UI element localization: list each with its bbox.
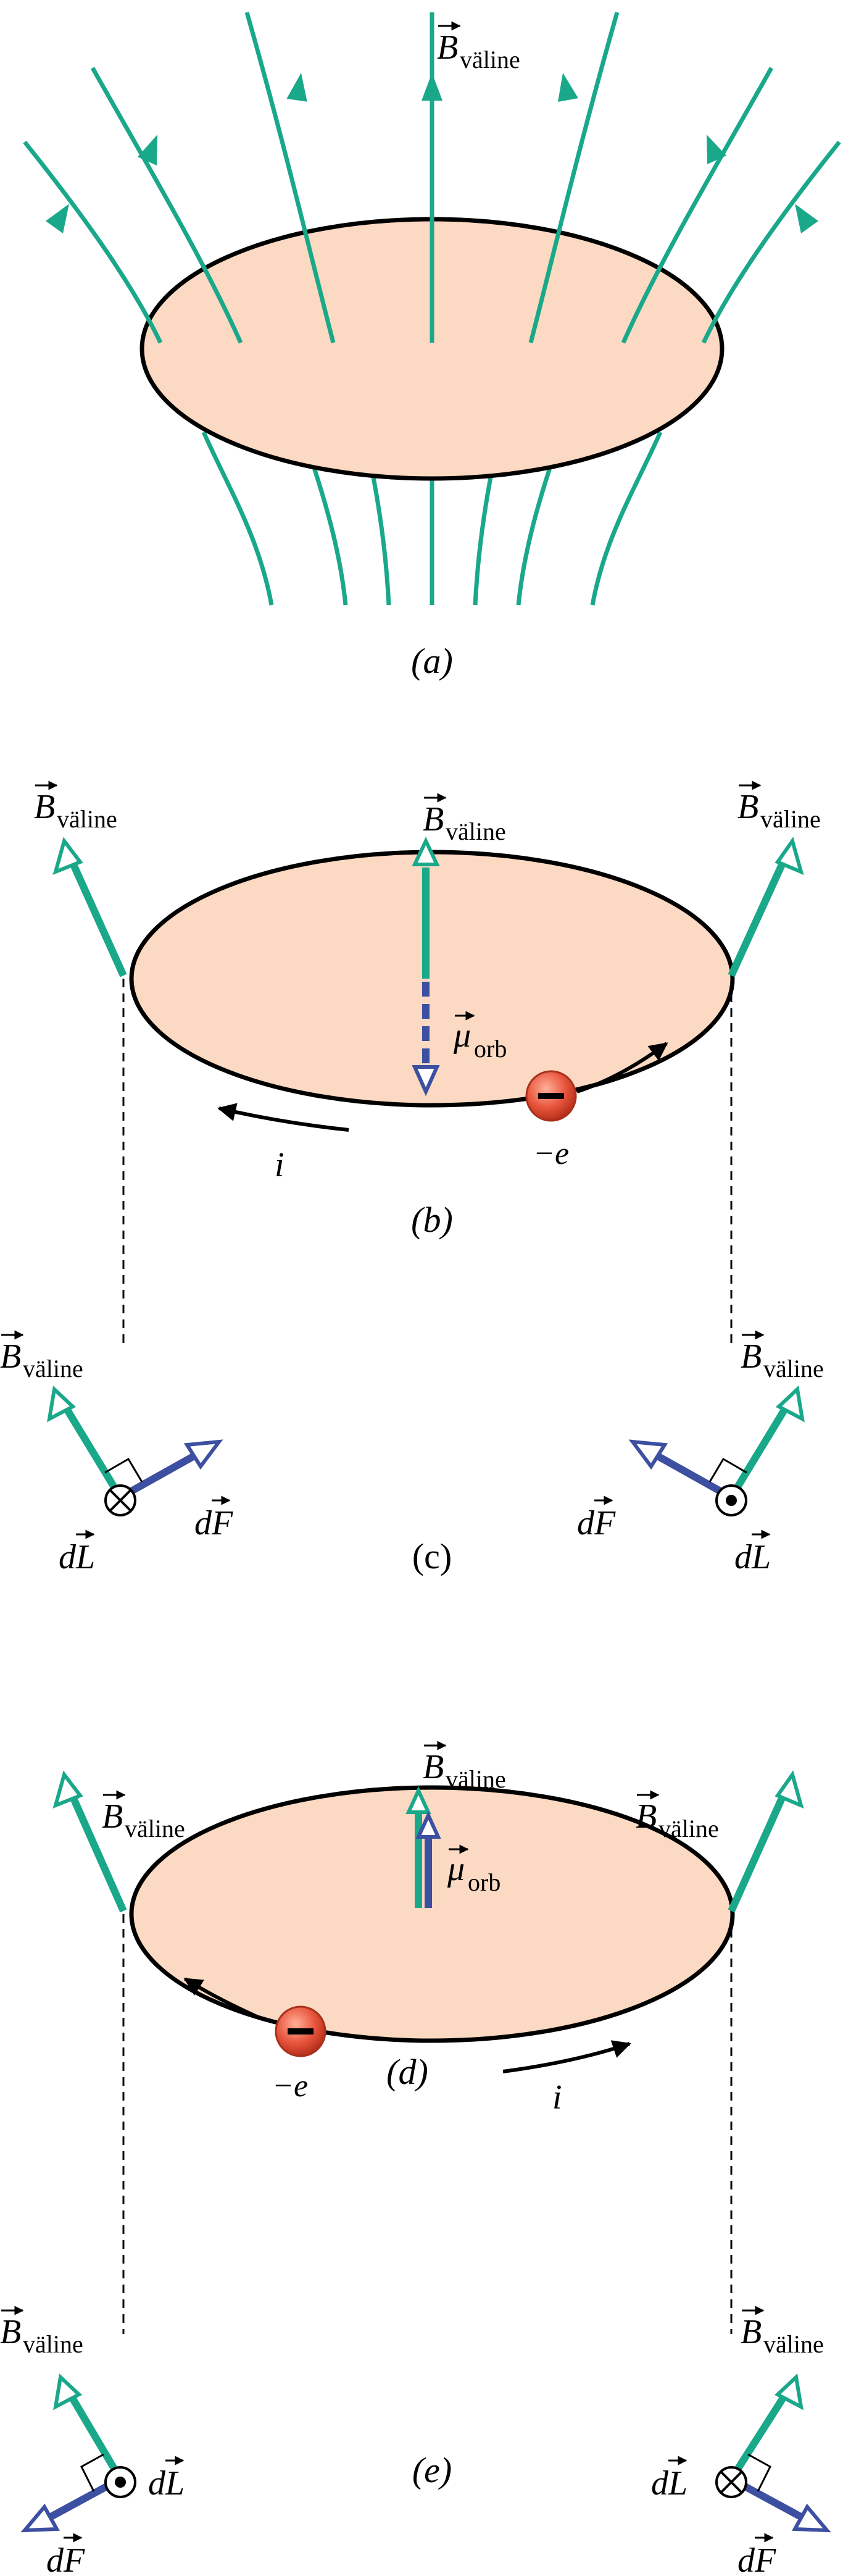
panel-a: B väline (a) xyxy=(23,12,841,681)
field-label-a: B väline xyxy=(437,21,520,73)
field-label-center-b: B väline xyxy=(423,793,506,845)
caption-e: (e) xyxy=(412,2450,452,2490)
svg-text:väline: väline xyxy=(23,2330,83,2358)
field-label-left-d: B väline xyxy=(102,1790,185,1842)
current-label-d: i xyxy=(552,2078,562,2117)
svg-text:dF: dF xyxy=(46,2541,85,2576)
field-vector-left-d xyxy=(52,1770,127,1913)
current-label-b: i xyxy=(275,1146,285,1184)
svg-text:orb: orb xyxy=(474,1035,507,1063)
field-vector-center-b xyxy=(412,836,440,979)
svg-text:väline: väline xyxy=(446,1765,506,1793)
force-element-right-c xyxy=(628,1385,805,1516)
svg-text:B: B xyxy=(741,2313,762,2351)
dF-label-left-e: dF xyxy=(46,2533,85,2576)
force-element-right-e xyxy=(715,2373,831,2533)
svg-text:B: B xyxy=(0,2313,21,2351)
caption-a: (a) xyxy=(411,641,453,681)
svg-text:B: B xyxy=(423,1748,444,1786)
field-label-left-c: B väline xyxy=(0,1330,83,1382)
field-label-right-d: B väline xyxy=(636,1790,719,1842)
svg-text:B: B xyxy=(34,788,55,826)
svg-text:B: B xyxy=(437,28,458,67)
svg-text:B: B xyxy=(737,788,758,826)
svg-text:väline: väline xyxy=(57,805,117,833)
svg-text:B: B xyxy=(423,800,444,838)
current-loop-disc-d xyxy=(129,1785,735,2043)
field-label-left-e: B väline xyxy=(0,2306,83,2358)
panel-d: B väline B väline B väline μ orb −e i (d… xyxy=(52,1741,804,2334)
svg-text:dF: dF xyxy=(737,2541,776,2576)
field-lines-below xyxy=(201,431,663,606)
dL-label-left-e: dL xyxy=(148,2456,185,2503)
dL-label-left-c: dL xyxy=(59,1529,95,1576)
dF-label-right-e: dF xyxy=(737,2533,776,2576)
field-label-right-e: B väline xyxy=(741,2306,824,2358)
svg-text:väline: väline xyxy=(125,1815,185,1842)
caption-b: (b) xyxy=(411,1200,453,1240)
svg-text:dF: dF xyxy=(577,1504,616,1542)
field-vector-right-d xyxy=(728,1770,804,1913)
electron-motion-arrow-b xyxy=(576,1042,668,1094)
field-vector-center-d xyxy=(405,1786,431,1908)
electron-b xyxy=(525,1070,577,1122)
moment-label-d: μ orb xyxy=(447,1844,501,1896)
dF-label-right-c: dF xyxy=(577,1495,616,1542)
dL-label-right-e: dL xyxy=(651,2456,687,2503)
svg-text:dL: dL xyxy=(148,2464,185,2503)
svg-text:B: B xyxy=(0,1337,21,1376)
charge-label-b: −e xyxy=(533,1136,569,1171)
svg-text:väline: väline xyxy=(763,1355,824,1382)
svg-text:B: B xyxy=(636,1797,657,1836)
svg-text:μ: μ xyxy=(447,1850,465,1888)
field-lines-above xyxy=(23,12,841,344)
caption-c: (c) xyxy=(412,1536,452,1576)
electron-motion-arrow-d xyxy=(183,1977,264,2021)
dF-label-left-c: dF xyxy=(194,1495,233,1542)
field-label-right-c: B väline xyxy=(741,1330,824,1382)
svg-text:orb: orb xyxy=(468,1868,501,1896)
svg-text:dL: dL xyxy=(734,1538,771,1576)
field-label-center-d: B väline xyxy=(423,1741,506,1793)
magnetic-moment-vector-d xyxy=(415,1810,441,1908)
dL-label-right-c: dL xyxy=(734,1529,771,1576)
svg-text:μ: μ xyxy=(453,1016,471,1055)
svg-text:väline: väline xyxy=(760,805,821,833)
panel-c: B väline dL dF B väline dL xyxy=(0,1330,824,1576)
field-vector-right-b xyxy=(728,837,804,977)
panel-b: B väline B väline B väline μ orb −e i xyxy=(34,780,821,1346)
svg-text:dL: dL xyxy=(651,2464,687,2503)
charge-label-d: −e xyxy=(272,2068,308,2104)
svg-text:dL: dL xyxy=(59,1538,95,1576)
svg-text:dF: dF xyxy=(194,1504,233,1542)
magnetic-moment-vector-b xyxy=(412,982,440,1097)
svg-text:väline: väline xyxy=(658,1815,719,1842)
field-arrowheads xyxy=(46,73,818,233)
current-direction-arrow-b xyxy=(217,1103,349,1132)
svg-text:väline: väline xyxy=(446,818,506,845)
svg-text:väline: väline xyxy=(763,2330,824,2358)
field-label-right-b: B väline xyxy=(737,780,821,833)
field-vector-left-b xyxy=(52,837,127,977)
force-element-left-c xyxy=(47,1385,223,1516)
svg-text:väline: väline xyxy=(23,1355,83,1382)
svg-text:B: B xyxy=(102,1797,123,1836)
panel-e: B väline dL dF B väline xyxy=(0,2306,831,2576)
svg-text:väline: väline xyxy=(460,46,520,73)
electron-d xyxy=(275,2005,326,2057)
caption-d: (d) xyxy=(386,2052,428,2092)
force-element-left-e xyxy=(20,2373,136,2533)
current-direction-arrow-d xyxy=(502,2040,631,2073)
field-label-left-b: B väline xyxy=(34,780,117,833)
moment-label-b: μ orb xyxy=(453,1011,507,1063)
svg-text:B: B xyxy=(741,1337,762,1376)
